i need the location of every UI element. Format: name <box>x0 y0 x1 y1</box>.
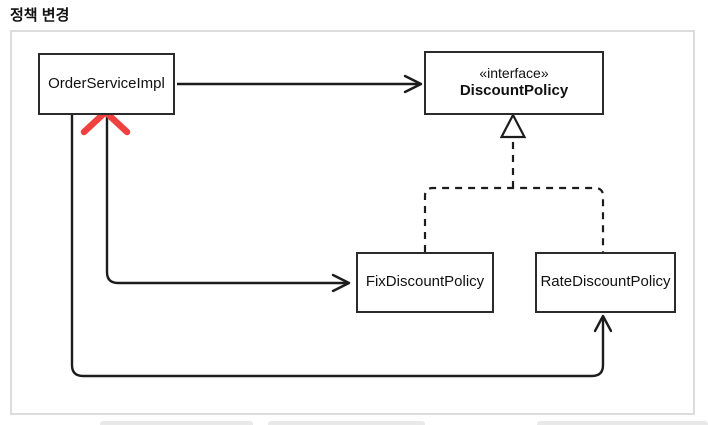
node-label: OrderServiceImpl <box>48 74 165 92</box>
cutoff-thumbnail-bar <box>268 421 425 425</box>
node-label: DiscountPolicy <box>459 82 569 100</box>
node-label: FixDiscountPolicy <box>365 273 485 291</box>
node-order-service-impl: OrderServiceImpl <box>38 53 175 115</box>
cutoff-thumbnail-bar <box>537 421 708 425</box>
node-rate-discount-policy: RateDiscountPolicy <box>535 252 676 313</box>
node-discount-policy-interface: «interface» DiscountPolicy <box>424 51 604 115</box>
cutoff-thumbnail-bar <box>100 421 253 425</box>
interface-stereotype: «interface» <box>479 64 549 81</box>
node-fix-discount-policy: FixDiscountPolicy <box>356 252 494 313</box>
node-label: RateDiscountPolicy <box>540 273 671 291</box>
page-title: 정책 변경 <box>10 7 70 24</box>
